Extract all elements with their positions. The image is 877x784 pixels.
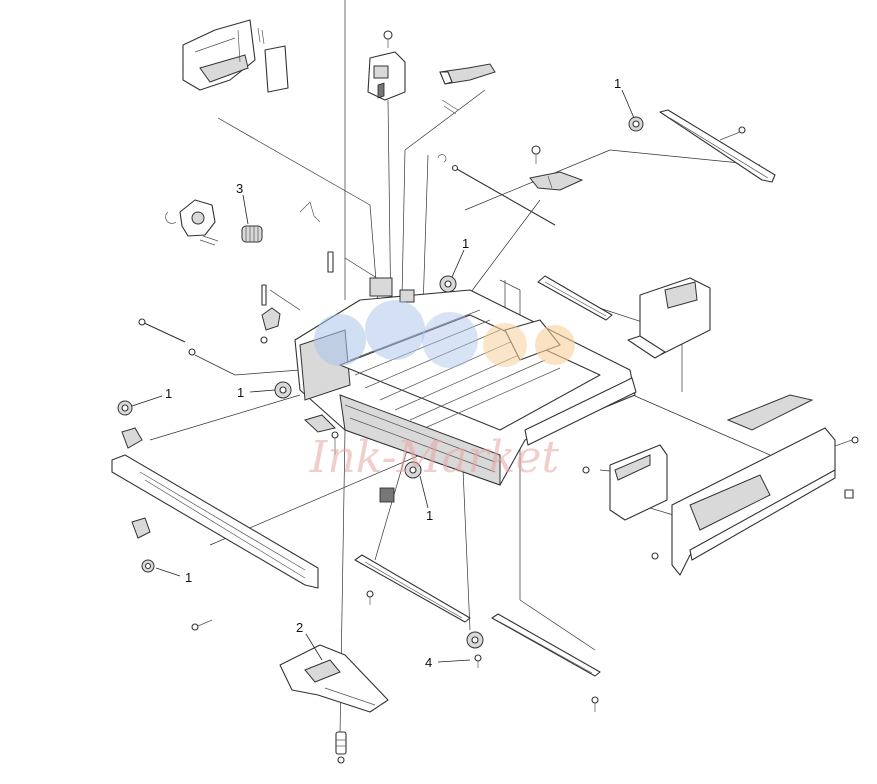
top-pickup-arm (439, 63, 496, 115)
callout-numbers: 1 3 1 1 1 1 1 2 4 (165, 76, 621, 670)
center-shaft (437, 145, 584, 226)
bottom-left-guide (354, 554, 471, 623)
under-tray-parts (304, 414, 395, 503)
top-left-bracket (182, 19, 289, 93)
callout-lines (131, 89, 635, 663)
tray-gears (274, 275, 457, 479)
callout-1-tray-top-gear: 1 (462, 236, 469, 251)
callout-2-bottom-bracket: 2 (296, 620, 303, 635)
right-front-cover (651, 427, 859, 576)
callout-1-rail-bottom-gear: 1 (185, 570, 192, 585)
left-cam-assembly (165, 199, 321, 246)
left-rail (111, 400, 319, 631)
callout-1-rail-top-gear: 1 (165, 386, 172, 401)
callout-1-top-right-gear: 1 (614, 76, 621, 91)
bottom-right-guide (491, 613, 601, 712)
bottom-bracket (279, 644, 389, 713)
top-center-bracket (367, 30, 406, 101)
right-bucket (582, 444, 668, 521)
separation-strip (537, 275, 613, 321)
callout-1-tray-bottom-gear: 1 (426, 508, 433, 523)
callout-1-tray-left-gear: 1 (237, 385, 244, 400)
callout-4-bottom-gear: 4 (425, 655, 432, 670)
bottom-pin (335, 731, 347, 764)
watermark-text: Ink-Market (309, 432, 559, 483)
left-pin (138, 318, 196, 356)
label-sheet (726, 394, 814, 431)
bottom-gear (466, 631, 484, 668)
watermark: Ink-Market (309, 300, 575, 483)
small-lever-parts (260, 251, 334, 344)
right-housing (627, 277, 711, 359)
callout-3-drive-gear: 3 (236, 181, 243, 196)
top-right-rail (628, 109, 776, 183)
